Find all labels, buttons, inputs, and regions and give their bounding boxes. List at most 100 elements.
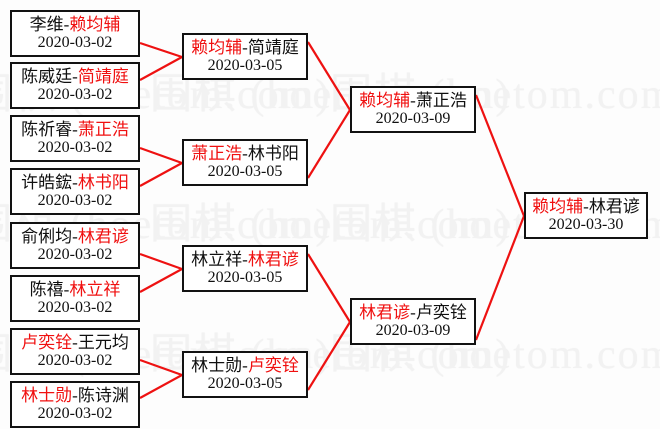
- match-date: 2020-03-09: [375, 110, 451, 128]
- connector-line: [139, 56, 183, 81]
- player-separator: -: [242, 38, 248, 58]
- match-players: 许皓鋐-林书阳: [21, 173, 129, 192]
- match-players: 林立祥-林君谚: [191, 250, 299, 269]
- connector-line: [307, 109, 351, 179]
- connector-line: [139, 41, 183, 59]
- match-players: 李维-赖均辅: [30, 15, 121, 34]
- match-date: 2020-03-02: [37, 34, 113, 52]
- player-right: 简靖庭: [77, 67, 129, 87]
- connector-line: [139, 268, 183, 293]
- match-players: 陈祈睿-萧正浩: [21, 120, 129, 139]
- player-separator: -: [72, 227, 78, 247]
- player-right: 卢奕铨: [415, 303, 467, 323]
- player-separator: -: [72, 386, 78, 406]
- match-date: 2020-03-02: [37, 192, 113, 210]
- player-left: 卢奕铨: [21, 333, 73, 353]
- match-players: 赖均辅-简靖庭: [191, 38, 299, 57]
- player-left: 林士勋: [21, 386, 73, 406]
- match-players: 俞俐均-林君谚: [21, 227, 129, 246]
- match-date: 2020-03-02: [37, 86, 113, 104]
- match-date: 2020-03-02: [37, 299, 113, 317]
- match-players: 陈禧-林立祥: [30, 280, 121, 299]
- player-separator: -: [63, 280, 70, 300]
- connector-line: [139, 146, 183, 165]
- player-right: 萧正浩: [415, 91, 467, 111]
- player-separator: -: [242, 250, 248, 270]
- player-separator: -: [410, 303, 416, 323]
- player-right: 陈诗渊: [77, 386, 129, 406]
- player-separator: -: [72, 333, 78, 353]
- player-left: 赖均辅: [532, 197, 584, 217]
- match-players: 赖均辅-林君谚: [532, 197, 640, 216]
- player-right: 王元均: [77, 333, 129, 353]
- player-separator: -: [63, 15, 70, 35]
- match-players: 陈威廷-简靖庭: [21, 67, 129, 86]
- player-left: 陈祈睿: [21, 120, 73, 140]
- connector-line: [139, 374, 183, 399]
- player-left: 陈禧: [29, 280, 64, 300]
- player-right: 萧正浩: [77, 120, 129, 140]
- match-date: 2020-03-02: [37, 139, 113, 157]
- match-date: 2020-03-02: [37, 352, 113, 370]
- player-right: 林书阳: [77, 173, 129, 193]
- match-players: 林士勋-卢奕铨: [191, 356, 299, 375]
- match-date: 2020-03-09: [375, 322, 451, 340]
- player-right: 林书阳: [247, 144, 299, 164]
- player-left: 俞俐均: [21, 227, 73, 247]
- player-separator: -: [72, 120, 78, 140]
- connector-line: [307, 321, 351, 391]
- player-left: 林士勋: [191, 356, 243, 376]
- player-right: 简靖庭: [247, 38, 299, 58]
- player-left: 萧正浩: [191, 144, 243, 164]
- match-players: 卢奕铨-王元均: [21, 333, 129, 352]
- match-players: 林士勋-陈诗渊: [21, 386, 129, 405]
- match-players: 赖均辅-萧正浩: [359, 91, 467, 110]
- connector-line: [307, 253, 351, 323]
- match-players: 萧正浩-林书阳: [191, 144, 299, 163]
- player-left: 林君谚: [359, 303, 411, 323]
- player-right: 赖均辅: [69, 15, 121, 35]
- player-right: 林君谚: [588, 197, 640, 217]
- player-separator: -: [410, 91, 416, 111]
- match-date: 2020-03-05: [207, 269, 283, 287]
- player-separator: -: [72, 67, 78, 87]
- connector-line: [139, 252, 183, 271]
- player-separator: -: [583, 197, 589, 217]
- player-left: 林立祥: [191, 250, 243, 270]
- player-separator: -: [242, 144, 248, 164]
- player-right: 林立祥: [69, 280, 121, 300]
- connector-line: [474, 215, 526, 341]
- match-date: 2020-03-05: [207, 163, 283, 181]
- player-separator: -: [242, 356, 248, 376]
- match-players: 林君谚-卢奕铨: [359, 303, 467, 322]
- match-date: 2020-03-02: [37, 405, 113, 423]
- player-right: 林君谚: [77, 227, 129, 247]
- match-date: 2020-03-30: [548, 216, 624, 234]
- connector-line: [474, 94, 526, 217]
- match-date: 2020-03-05: [207, 375, 283, 393]
- match-date: 2020-03-05: [207, 57, 283, 75]
- player-left: 许皓鋐: [21, 173, 73, 193]
- connector-line: [307, 41, 351, 111]
- player-left: 赖均辅: [191, 38, 243, 58]
- player-right: 林君谚: [247, 250, 299, 270]
- watermark-text: 围棋 (hoetom.com): [150, 202, 512, 248]
- player-separator: -: [72, 173, 78, 193]
- player-left: 李维: [29, 15, 64, 35]
